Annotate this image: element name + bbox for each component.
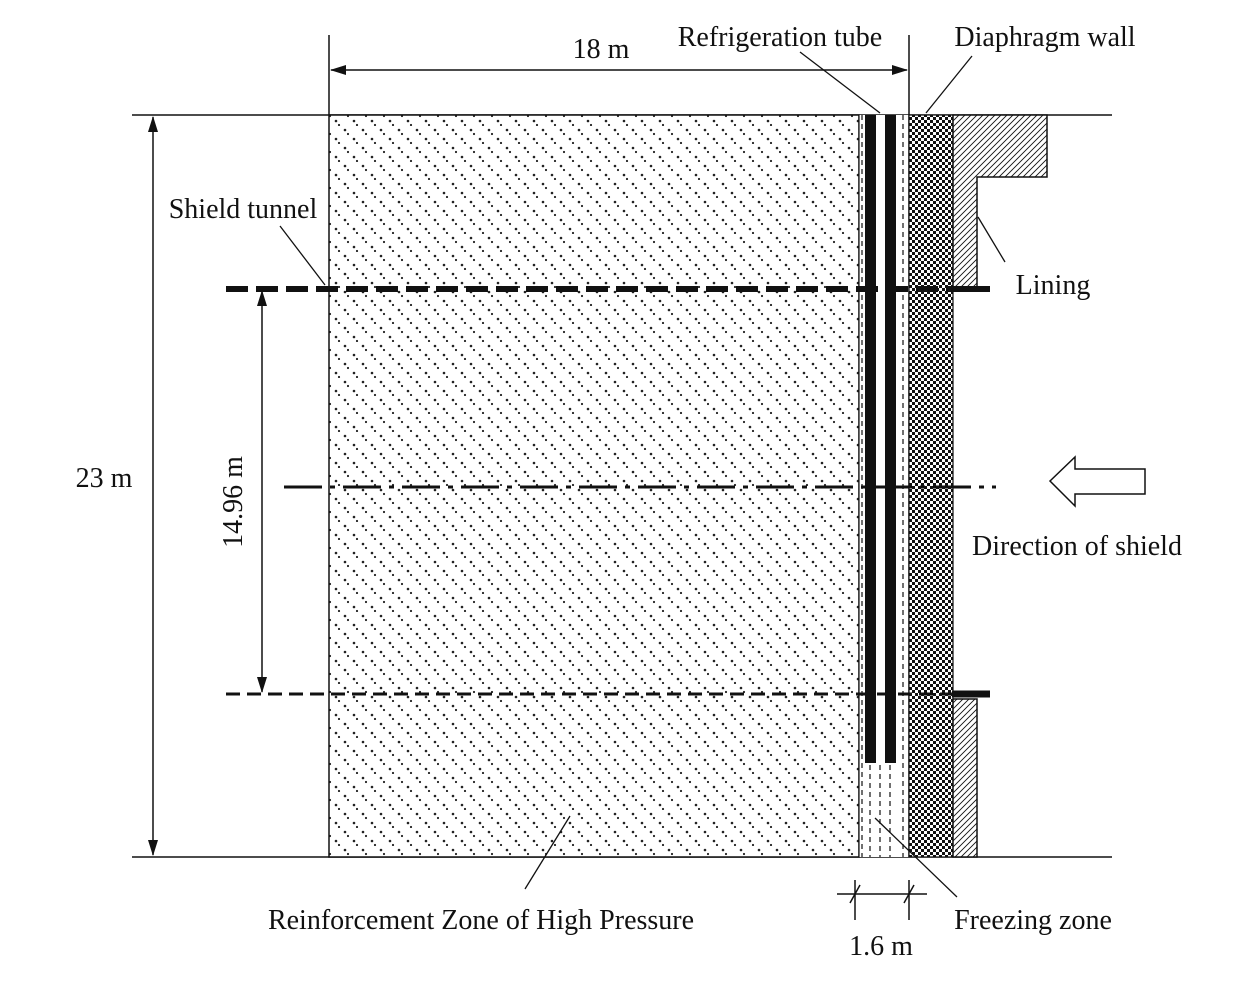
dimension-1-6m-label: 1.6 m bbox=[849, 931, 913, 962]
dimension-14-96m: 14.96 m bbox=[218, 290, 267, 693]
label-direction-of-shield: Direction of shield bbox=[972, 531, 1182, 562]
leader-lining bbox=[977, 216, 1006, 263]
lining-lower bbox=[952, 698, 978, 858]
dimension-1-6m: 1.6 m bbox=[837, 880, 927, 962]
leader-diaphragm-wall bbox=[925, 55, 973, 114]
leader-refrigeration-tube bbox=[799, 51, 881, 114]
hollow-left-arrow-icon bbox=[1048, 455, 1146, 508]
label-freezing-zone: Freezing zone bbox=[954, 905, 1112, 936]
leader-shield-tunnel bbox=[279, 225, 326, 286]
dimension-23m: 23 m bbox=[76, 116, 158, 856]
refrigeration-tube-right bbox=[885, 115, 896, 763]
dimension-18m: 18 m bbox=[328, 34, 910, 115]
leader-freezing-zone bbox=[874, 817, 958, 898]
label-refrigeration-tube: Refrigeration tube bbox=[678, 22, 882, 53]
dimension-14-96m-label: 14.96 m bbox=[218, 456, 249, 548]
lining-upper bbox=[952, 114, 1048, 288]
refrigeration-tube-left bbox=[865, 115, 876, 763]
dimension-18m-label: 18 m bbox=[573, 34, 630, 65]
label-reinforcement-zone: Reinforcement Zone of High Pressure bbox=[268, 905, 694, 936]
label-diaphragm-wall: Diaphragm wall bbox=[954, 22, 1135, 53]
label-lining: Lining bbox=[1016, 270, 1091, 301]
label-shield-tunnel: Shield tunnel bbox=[169, 194, 318, 225]
dimension-23m-label: 23 m bbox=[76, 463, 133, 494]
leader-reinforcement-zone bbox=[524, 815, 571, 890]
